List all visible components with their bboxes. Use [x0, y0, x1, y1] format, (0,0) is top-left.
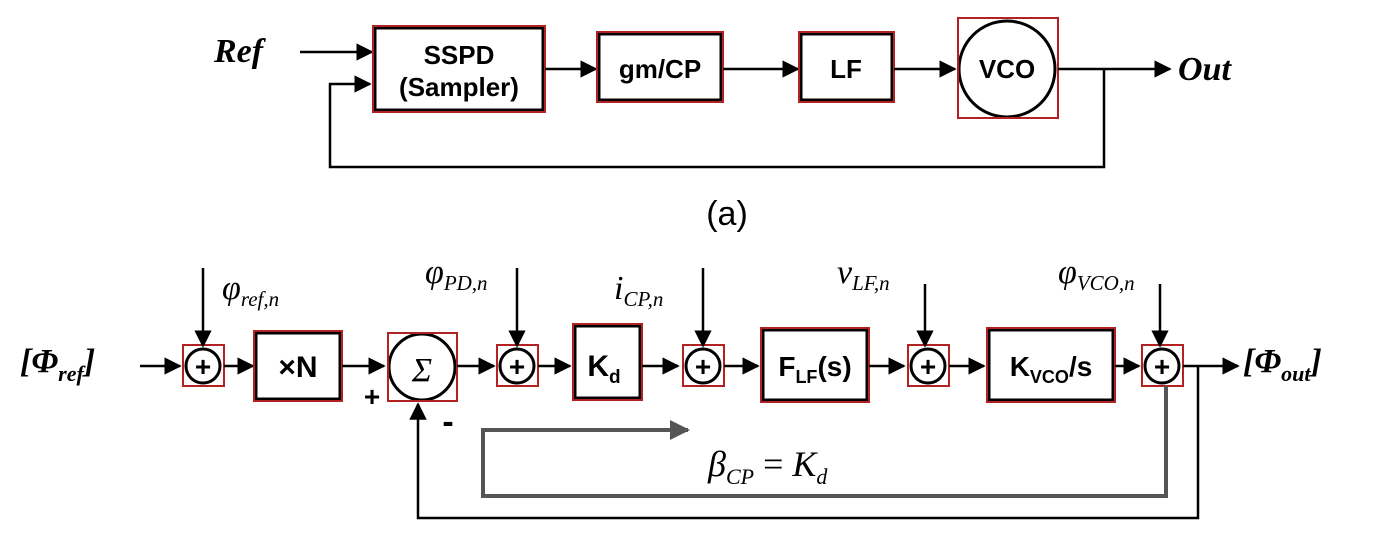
adder-cp-noise: +: [682, 344, 725, 387]
adder-vco-noise: +: [1141, 344, 1184, 387]
vco-label: VCO: [979, 54, 1035, 84]
flf-label: FLF(s): [778, 351, 851, 387]
adder-cp-sign: +: [695, 351, 711, 382]
feedback-path-b: [409, 366, 1200, 520]
gmcp-label: gm/CP: [619, 54, 701, 84]
noise-ref-label: φref,n: [222, 270, 279, 311]
noise-cp-label: iCP,n: [614, 270, 663, 311]
feedback-path-a: [328, 69, 1106, 169]
sspd-block: SSPD (Sampler): [372, 25, 546, 113]
flf-block: FLF(s): [760, 327, 870, 403]
summer-block: Σ: [387, 332, 458, 402]
noise-pd-label: φPD,n: [425, 254, 488, 295]
out-label: Out: [1178, 51, 1232, 88]
summer-minus: -: [442, 403, 453, 441]
vco-block: VCO: [957, 17, 1059, 119]
phi-ref-label: [Φref]: [20, 343, 95, 386]
adder-lf-sign: +: [920, 351, 936, 382]
ref-label: Ref: [213, 33, 267, 70]
adder-ref-noise: +: [182, 344, 225, 387]
sspd-label: SSPD: [424, 40, 495, 70]
adder-vco-sign: +: [1154, 351, 1170, 382]
adder-lf-noise: +: [907, 344, 950, 387]
sigma-symbol: Σ: [411, 352, 432, 389]
adder-pd-noise: +: [496, 344, 539, 387]
adder-pd-sign: +: [509, 351, 525, 382]
multiplier-label: ×N: [278, 351, 317, 384]
sampler-label: (Sampler): [399, 72, 519, 102]
diagram-b: [Φref] + φref,n ×N Σ + -: [20, 254, 1322, 520]
lf-label: LF: [830, 54, 862, 84]
lf-block: LF: [798, 31, 895, 103]
noise-lf-label: vLF,n: [837, 254, 890, 295]
adder-ref-sign: +: [195, 351, 211, 382]
noise-vco-label: φVCO,n: [1058, 254, 1135, 295]
beta-cp-equation: βCP = Kd: [707, 444, 828, 489]
gmcp-block: gm/CP: [596, 31, 724, 103]
kvco-label: KVCO/s: [1010, 351, 1093, 387]
kd-label: Kd: [587, 350, 620, 388]
cp-loop-path: [481, 386, 1168, 498]
phi-out-label: [Φout]: [1243, 343, 1322, 386]
diagram-a: Ref SSPD (Sampler) gm/CP LF VCO Out: [213, 17, 1232, 233]
kd-block: Kd: [572, 323, 643, 401]
summer-plus: +: [364, 381, 380, 412]
kvco-block: KVCO/s: [986, 327, 1116, 403]
caption-a: (a): [706, 195, 748, 233]
multiplier-block: ×N: [253, 330, 343, 402]
